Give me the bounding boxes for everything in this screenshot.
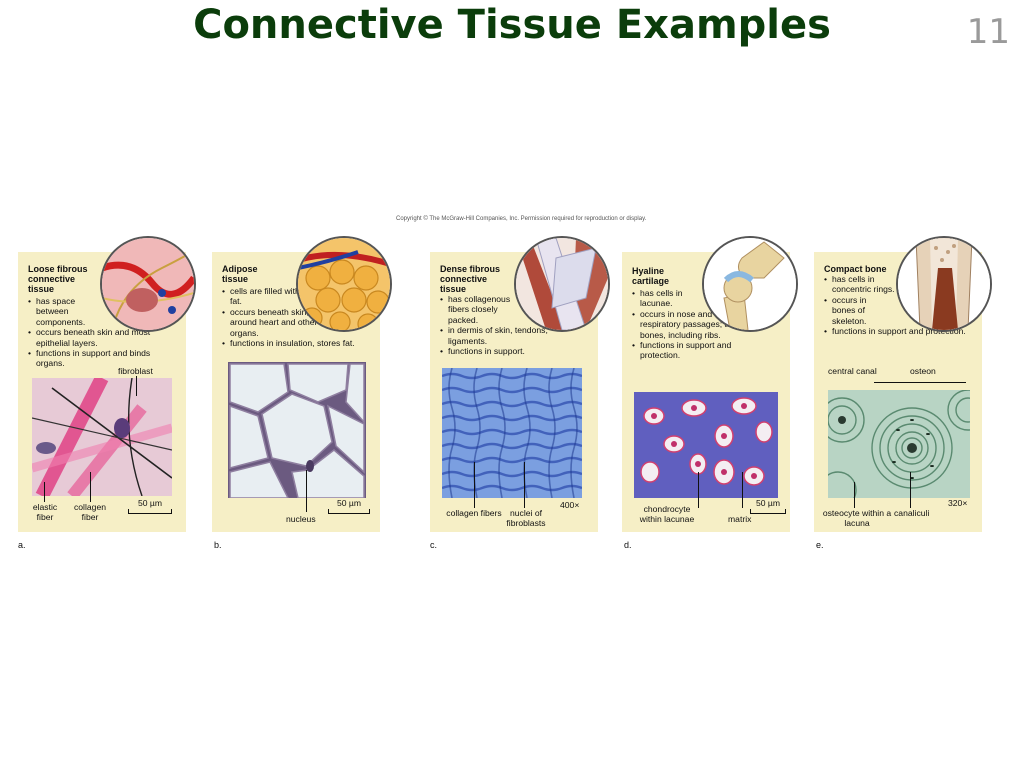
bullet: functions in support and binds organs. (28, 348, 178, 369)
title-line: Adipose (222, 264, 258, 274)
label-osteon: osteon (910, 366, 936, 376)
panel-hyaline-cartilage: Hyaline cartilage has cells in lacunae. … (622, 236, 798, 532)
label-collagen-fiber: collagen fiber (73, 502, 106, 522)
bullet: functions in support and protection. (632, 340, 770, 361)
bullet-list: has cells in concentric rings. occurs in… (824, 274, 974, 337)
label-osteocyte: osteocyte within a lacuna (822, 508, 892, 528)
label-central-canal: central canal (828, 366, 877, 376)
panel-letter: d. (624, 540, 632, 550)
title-line: tissue (28, 284, 55, 294)
micrograph-cartilage (634, 392, 778, 498)
panel-title: Adipose tissue (222, 264, 258, 284)
title-line: tissue (222, 274, 249, 284)
magnification-label: 320× (948, 498, 968, 508)
leader-line (90, 472, 91, 502)
leader-line (854, 482, 855, 508)
scale-label: 50 µm (137, 498, 163, 508)
scale-label: 50 µm (336, 498, 362, 508)
copyright-notice: Copyright © The McGraw-Hill Companies, I… (396, 216, 647, 222)
bullet: occurs beneath skin, around heart and ot… (222, 307, 330, 338)
bullet-list: has space between components. occurs ben… (28, 296, 178, 369)
bullet: functions in support and protection. (824, 326, 974, 337)
slide-number: 11 (966, 12, 1010, 52)
title-line: Compact bone (824, 264, 887, 274)
panel-title: Hyaline cartilage (632, 266, 669, 286)
panel-dense-fibrous: Dense fibrous connective tissue has coll… (430, 236, 610, 532)
bullet: occurs beneath skin and most epithelial … (28, 327, 178, 348)
label-elastic-fiber: elastic fiber (32, 502, 58, 522)
title-line: connective (440, 274, 488, 284)
bullet: occurs in bones of skeleton. (824, 295, 892, 326)
label-nuclei-of-fibroblasts: nuclei of fibroblasts (506, 508, 546, 528)
panel-compact-bone: Compact bone has cells in concentric rin… (814, 236, 992, 532)
micrograph-adipose (228, 362, 366, 498)
panel-title: Loose fibrous connective tissue (28, 264, 88, 294)
title-line: Dense fibrous (440, 264, 501, 274)
bullet-list: cells are filled with fat. occurs beneat… (222, 286, 380, 349)
scale-bar: 50 µm (328, 498, 370, 514)
leader-line (306, 470, 307, 512)
leader-line (742, 472, 743, 508)
panel-loose-fibrous: Loose fibrous connective tissue has spac… (18, 236, 196, 532)
leader-line (698, 472, 699, 508)
bullet: functions in support. (440, 346, 590, 357)
bullet-list: has cells in lacunae. occurs in nose and… (632, 288, 782, 361)
bullet: in dermis of skin, tendons, ligaments. (440, 325, 558, 346)
label-nucleus: nucleus (286, 514, 316, 524)
illustration-dense-tissue (514, 236, 610, 332)
slide-title: Connective Tissue Examples (193, 2, 831, 48)
leader-line (524, 462, 525, 508)
title-line: connective (28, 274, 76, 284)
micrograph-dense-tissue (442, 368, 582, 498)
leader-line (136, 376, 137, 396)
micrograph-compact-bone (828, 390, 970, 498)
leader-line (874, 382, 966, 383)
panel-title: Dense fibrous connective tissue (440, 264, 500, 294)
label-canaliculi: canaliculi (894, 508, 930, 518)
illustration-adipose (296, 236, 392, 332)
scale-bar-line (750, 509, 786, 514)
label-matrix: matrix (728, 514, 752, 524)
label-fibroblast: fibroblast (118, 366, 153, 376)
illustration-loose-tissue (100, 236, 196, 332)
panel-letter: c. (430, 540, 438, 550)
panel-adipose: Adipose tissue cells are filled with fat… (212, 236, 392, 532)
bullet: has cells in lacunae. (632, 288, 706, 309)
scale-bar-line (128, 509, 172, 514)
label-chondrocyte: chondrocyte within lacunae (639, 504, 695, 524)
panel-letter: b. (214, 540, 222, 550)
bullet-list: has collagenous fibers closely packed. i… (440, 294, 590, 357)
bullet: has cells in concentric rings. (824, 274, 896, 295)
magnification-label: 400× (560, 500, 580, 510)
scale-bar: 50 µm (750, 498, 786, 514)
scale-label: 50 µm (755, 498, 781, 508)
panel-title: Compact bone (824, 264, 887, 274)
bullet: has collagenous fibers closely packed. (440, 294, 528, 325)
leader-line (910, 472, 911, 508)
micrograph-loose-tissue (32, 378, 172, 496)
bullet: cells are filled with fat. (222, 286, 304, 307)
label-collagen-fibers: collagen fibers (446, 508, 502, 518)
title-line: Loose fibrous (28, 264, 88, 274)
scale-bar: 50 µm (128, 498, 172, 514)
title-line: Hyaline (632, 266, 665, 276)
illustration-cartilage (702, 236, 798, 332)
panel-letter: a. (18, 540, 26, 550)
bullet: occurs in nose and walls of respiratory … (632, 309, 770, 340)
leader-line (44, 482, 45, 502)
title-line: tissue (440, 284, 467, 294)
title-line: cartilage (632, 276, 670, 286)
panel-letter: e. (816, 540, 824, 550)
scale-bar-line (328, 509, 370, 514)
leader-line (474, 462, 475, 508)
bullet: has space between components. (28, 296, 106, 327)
illustration-compact-bone (896, 236, 992, 332)
bullet: functions in insulation, stores fat. (222, 338, 380, 349)
